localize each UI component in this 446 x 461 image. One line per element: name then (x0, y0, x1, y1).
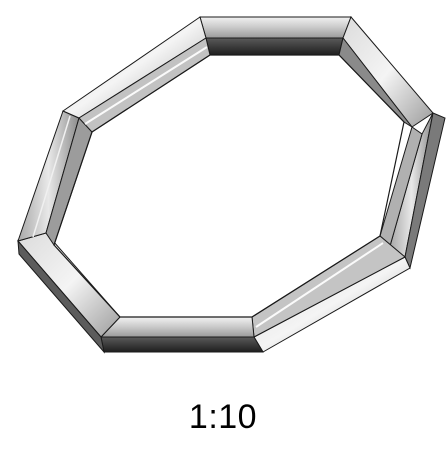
frame-member-top (199, 16, 352, 56)
frame-member-bottom-left (17, 232, 121, 354)
frame-member-top-left (61, 16, 211, 133)
frame-inner-edge (53, 54, 405, 318)
frame-member-top-right (338, 16, 434, 128)
frame-member-bottom (99, 316, 264, 353)
frame-member-left (17, 110, 93, 247)
frame-member-right (379, 112, 446, 270)
drawing-scale-label: 1:10 (188, 398, 258, 436)
frame-member-bottom-right (251, 235, 411, 353)
octagonal-frame-drawing (17, 16, 446, 354)
